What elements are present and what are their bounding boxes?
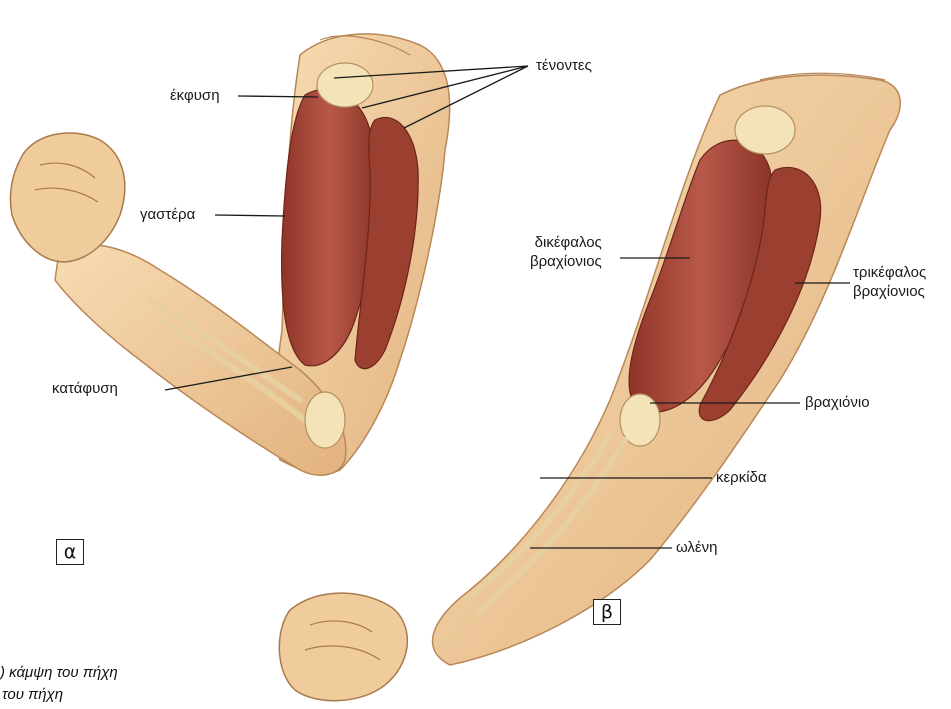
label-radius: κερκίδα: [716, 469, 767, 488]
label-biceps-line1: δικέφαλος: [530, 234, 602, 253]
label-humerus: βραχιόνιο: [805, 394, 870, 413]
caption-line-2: του πήχη: [2, 686, 63, 703]
label-tendons: τένοντες: [536, 57, 592, 76]
label-biceps: δικέφαλος βραχίονιος: [530, 234, 602, 272]
label-triceps-line1: τρικέφαλος: [853, 264, 926, 283]
shoulder-bone-a: [317, 63, 373, 107]
caption-line-1: ) κάμψη του πήχη: [0, 664, 118, 681]
label-origin: έκφυση: [170, 87, 220, 106]
label-triceps-line2: βραχίονιος: [853, 283, 926, 302]
leader-belly: [215, 215, 285, 216]
shoulder-bone-b: [735, 106, 795, 154]
label-ulna: ωλένη: [676, 539, 717, 558]
flexed-arm: [10, 34, 449, 475]
elbow-bone-a: [305, 392, 345, 448]
label-belly: γαστέρα: [140, 206, 195, 225]
label-insertion: κατάφυση: [52, 380, 118, 399]
label-biceps-line2: βραχίονιος: [530, 253, 602, 272]
panel-label-b: β: [593, 599, 621, 625]
fist-a: [10, 133, 124, 262]
panel-label-a: α: [56, 539, 84, 565]
label-triceps: τρικέφαλος βραχίονιος: [853, 264, 926, 302]
